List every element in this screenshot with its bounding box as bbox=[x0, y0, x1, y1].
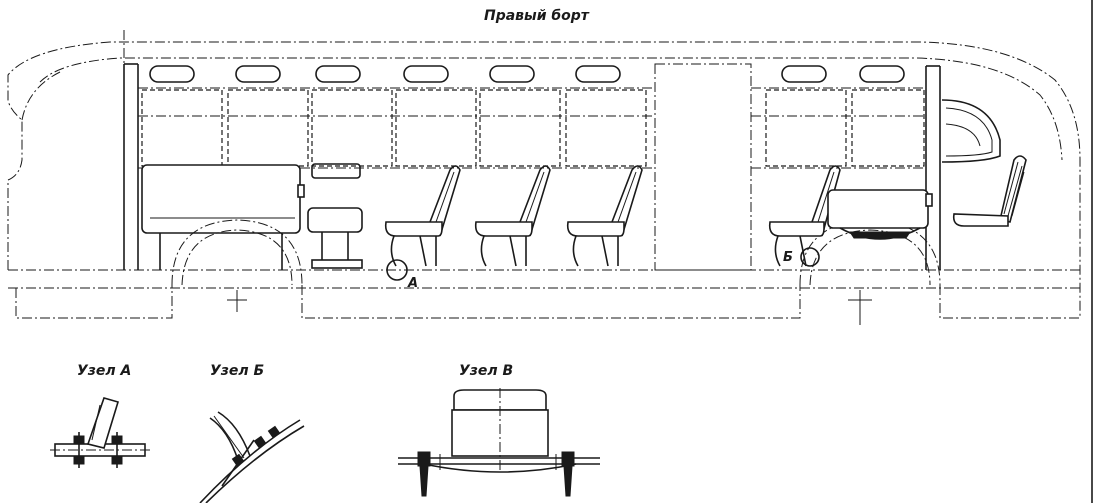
section-mark-a-circle bbox=[386, 259, 408, 281]
front-bench-seat bbox=[827, 189, 933, 240]
roof-vent-hatches bbox=[149, 65, 905, 83]
section-mark-b-circle bbox=[800, 247, 820, 267]
driver-seat bbox=[952, 155, 1027, 227]
drawing-title: Правый борт bbox=[484, 8, 589, 24]
luggage-hatch bbox=[311, 163, 361, 179]
node-a-label: Узел А bbox=[77, 363, 132, 379]
section-mark-a: А bbox=[408, 276, 419, 291]
single-stool-seat bbox=[307, 207, 363, 269]
rear-wheel-arch bbox=[171, 219, 303, 312]
passenger-seat-2 bbox=[474, 165, 551, 267]
passenger-seat-1 bbox=[384, 165, 461, 267]
rear-bench-seat bbox=[141, 164, 305, 270]
bus-body-outline bbox=[7, 41, 1081, 319]
node-b-label: Узел Б bbox=[210, 363, 265, 379]
window-frames bbox=[141, 89, 1001, 167]
passenger-seat-3 bbox=[566, 165, 643, 267]
detail-b-drawing bbox=[199, 411, 305, 503]
section-mark-b: Б bbox=[783, 250, 793, 265]
passenger-seat-4 bbox=[768, 165, 841, 267]
detail-v-drawing bbox=[398, 388, 600, 497]
node-v-label: Узел В bbox=[459, 363, 514, 379]
detail-a-drawing bbox=[50, 397, 150, 468]
